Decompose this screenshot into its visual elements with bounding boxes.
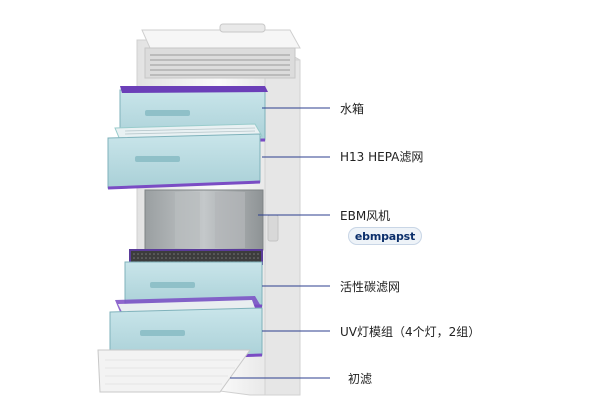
callout-ebm-fan: EBM风机 — [340, 209, 391, 223]
logo-part-papst: papst — [381, 229, 416, 243]
carbon-filter-drawer — [124, 249, 263, 310]
callout-lines — [230, 107, 330, 379]
callout-carbon-filter: 活性碳滤网 — [340, 280, 401, 294]
pre-filter-tray — [97, 349, 251, 393]
ebm-fan-unit — [144, 189, 264, 251]
hepa-drawer — [107, 123, 263, 190]
logo-part-ebm: ebm — [354, 229, 382, 243]
top-vent — [141, 23, 301, 79]
logo-text: ebmpapst — [355, 230, 415, 243]
callout-hepa-filter: H13 HEPA滤网 — [340, 150, 424, 164]
callout-water-tank: 水箱 — [340, 102, 365, 116]
callout-uv-module: UV灯模组（4个灯，2组） — [340, 325, 481, 339]
ebmpapst-logo: ebmpapst — [348, 227, 422, 245]
callout-pre-filter: 初滤 — [348, 372, 373, 386]
